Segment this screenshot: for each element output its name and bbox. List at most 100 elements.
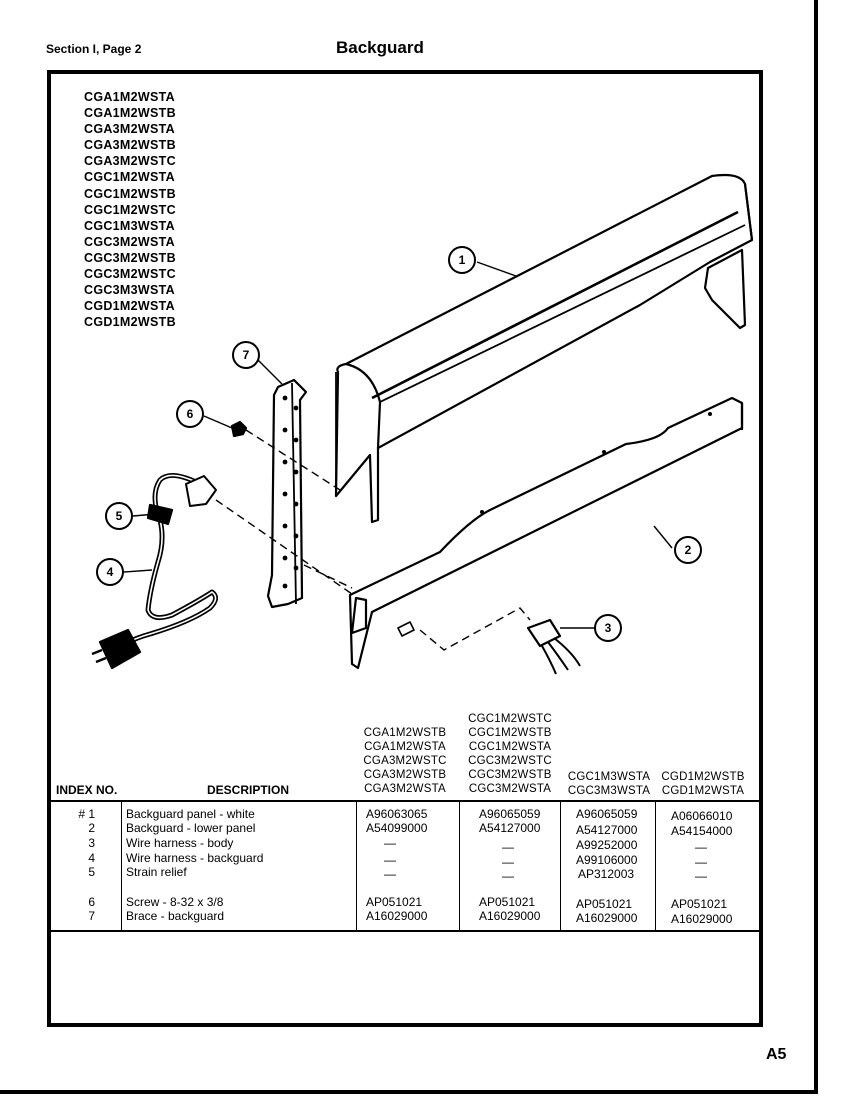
- wire-connector-illustration: [526, 618, 581, 675]
- column-model: CGC1M2WSTC: [468, 713, 552, 725]
- part-number: A99252000: [576, 838, 638, 852]
- part-number: —: [502, 869, 514, 883]
- column-header-group-4: CGD1M2WSTB CGD1M2WSTA: [656, 770, 750, 798]
- column-divider: [560, 802, 561, 930]
- column-header-group-1: CGA1M2WSTB CGA1M2WSTA CGA3M2WSTC CGA3M2W…: [358, 726, 452, 796]
- diagram-frame: [47, 70, 763, 1027]
- row-index: 4: [88, 851, 95, 865]
- model-number: CGC3M2WSTA: [84, 234, 175, 249]
- table-bottom-rule: [51, 930, 761, 932]
- part-number: A16029000: [671, 912, 733, 926]
- row-description: Backguard - lower panel: [126, 821, 256, 835]
- callout-7-label: 7: [243, 348, 250, 362]
- section-label: Section I, Page 2: [46, 42, 142, 56]
- part-number: —: [502, 840, 514, 854]
- model-list: CGA1M2WSTA CGA1M2WSTB CGA3M2WSTA CGA3M2W…: [84, 89, 176, 330]
- callout-3: [594, 614, 622, 642]
- callout-2: [674, 536, 702, 564]
- part-number: AP312003: [578, 867, 635, 881]
- callout-4-label: 4: [107, 565, 114, 579]
- column-header-group-3: CGC1M3WSTA CGC3M3WSTA: [562, 770, 656, 798]
- row-index: 7: [88, 909, 95, 923]
- callout-5-label: 5: [116, 509, 123, 523]
- model-number: CGA3M2WSTC: [84, 154, 176, 169]
- part-number: AP051021: [671, 897, 728, 911]
- column-divider: [655, 802, 656, 930]
- model-number: CGA1M2WSTB: [84, 106, 176, 121]
- column-divider: [121, 802, 122, 930]
- part-number: AP051021: [576, 897, 633, 911]
- model-number: CGC1M2WSTB: [84, 186, 176, 201]
- part-number: —: [384, 853, 396, 867]
- part-number: A54099000: [366, 821, 428, 835]
- index-header: INDEX NO.: [56, 783, 118, 797]
- callout-6-label: 6: [187, 407, 194, 421]
- model-number: CGC1M2WSTC: [84, 202, 176, 217]
- model-number: CGD1M2WSTA: [84, 299, 175, 314]
- part-number: A54154000: [671, 824, 733, 838]
- row-description: Brace - backguard: [126, 909, 225, 923]
- part-number: —: [384, 836, 396, 850]
- column-model: CGA3M2WSTB: [363, 769, 447, 781]
- column-divider: [356, 802, 357, 930]
- column-model: CGD1M2WSTB: [661, 771, 745, 783]
- row-description: Wire harness - body: [126, 836, 234, 850]
- column-model: CGD1M2WSTA: [661, 785, 745, 797]
- part-number: —: [695, 855, 707, 869]
- column-model: CGA3M2WSTA: [364, 783, 446, 795]
- part-number: A54127000: [576, 823, 638, 837]
- column-model: CGC3M2WSTC: [468, 755, 552, 767]
- row-description: Backguard panel - white: [126, 807, 255, 821]
- backguard-panel-illustration: [334, 173, 754, 524]
- part-number: A54127000: [479, 821, 541, 835]
- exploded-diagram: 1 2 3 4 5 6 7: [91, 173, 754, 675]
- part-number: —: [502, 855, 514, 869]
- column-model: CGC1M3WSTA: [567, 771, 651, 783]
- column-model: CGA1M2WSTB: [363, 727, 447, 739]
- row-index: # 1: [78, 807, 95, 821]
- part-number: —: [695, 840, 707, 854]
- model-number: CGC1M2WSTA: [84, 170, 175, 185]
- page-number: A5: [766, 1046, 787, 1063]
- part-number: A16029000: [479, 909, 541, 923]
- model-number: CGD1M2WSTB: [84, 315, 176, 330]
- column-model: CGC3M3WSTA: [567, 785, 651, 797]
- model-number: CGC3M3WSTA: [84, 283, 175, 298]
- row-index: 6: [88, 895, 95, 909]
- model-number: CGA1M2WSTA: [84, 90, 175, 104]
- column-model: CGC1M2WSTB: [468, 727, 552, 739]
- row-index: 5: [88, 865, 95, 879]
- part-number: —: [695, 869, 707, 883]
- column-model: CGC3M2WSTA: [468, 783, 552, 795]
- model-number: CGC3M2WSTC: [84, 267, 176, 282]
- screw-illustration: [230, 420, 248, 438]
- column-model: CGC3M2WSTB: [468, 769, 552, 781]
- row-index: 2: [88, 821, 95, 835]
- row-description: Screw - 8-32 x 3/8: [126, 895, 224, 909]
- model-number: CGA3M2WSTA: [84, 122, 175, 137]
- callout-7: [232, 341, 260, 369]
- power-cord-illustration: [91, 473, 218, 670]
- callout-1: [448, 246, 476, 274]
- column-header-group-2: CGC1M2WSTC CGC1M2WSTB CGC1M2WSTA CGC3M2W…: [462, 712, 558, 796]
- part-number: AP051021: [479, 895, 536, 909]
- row-index: 3: [88, 836, 95, 850]
- callout-3-label: 3: [605, 621, 612, 635]
- part-number: A96063065: [366, 807, 428, 821]
- row-description: Wire harness - backguard: [126, 851, 264, 865]
- part-number: —: [384, 867, 396, 881]
- page-border: [0, 0, 818, 1094]
- column-model: CGC1M2WSTA: [468, 741, 552, 753]
- callout-5: [105, 502, 133, 530]
- column-model: CGA3M2WSTC: [363, 755, 447, 767]
- part-number: A99106000: [576, 853, 638, 867]
- callout-2-label: 2: [685, 543, 692, 557]
- part-number: A96065059: [576, 807, 638, 821]
- model-number: CGC1M3WSTA: [84, 218, 175, 233]
- callout-6: [176, 400, 204, 428]
- model-number: CGA3M2WSTB: [84, 138, 176, 153]
- callout-1-label: 1: [459, 253, 466, 267]
- table-top-rule: [51, 800, 761, 802]
- part-number: A96065059: [479, 807, 541, 821]
- part-number: AP051021: [366, 895, 423, 909]
